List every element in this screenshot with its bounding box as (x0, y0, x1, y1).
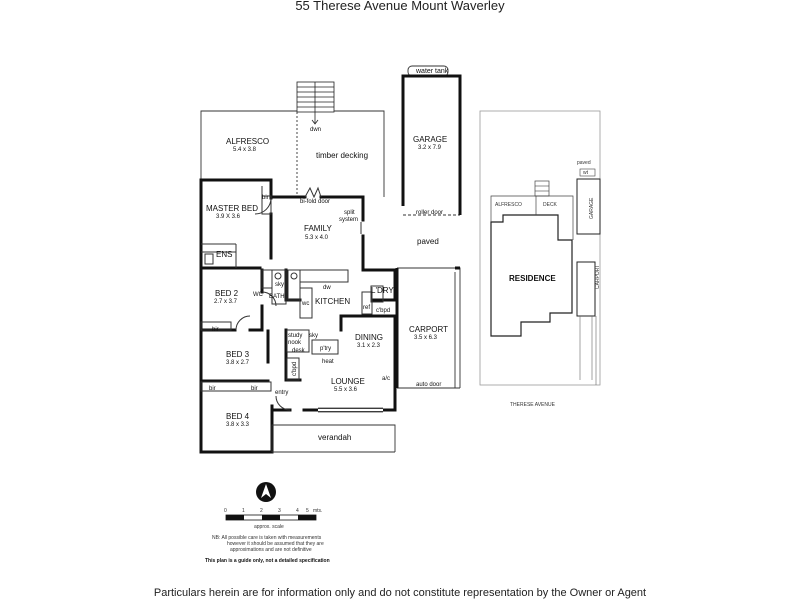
paved-label: paved (417, 237, 439, 246)
ref-label: ref (363, 305, 370, 311)
bed4-bir-label: bir (251, 386, 258, 392)
residence-label: RESIDENCE (509, 274, 556, 283)
master-bed-dims: 3.9 X 3.6 (216, 214, 241, 220)
site-alfresco-label: ALFRESCO (495, 202, 522, 208)
heat-label: heat (322, 359, 334, 365)
carport-label: CARPORT (409, 325, 448, 334)
scale-tick-4: 4 (296, 508, 299, 514)
site-wt-label: wt (583, 170, 589, 176)
footer-disclaimer: Particulars herein are for information o… (153, 587, 647, 599)
carport-dims: 3.5 x 6.3 (414, 335, 438, 341)
bed2-label: BED 2 (215, 289, 239, 298)
scale-bar (225, 514, 317, 521)
bed2-bir-label: bir (212, 327, 219, 333)
site-garage-label: GARAGE (589, 197, 595, 219)
wc-label: WC (253, 292, 264, 298)
dwn-label: dwn (310, 127, 321, 133)
scale-tick-2: 2 (260, 508, 263, 514)
scale-tick-5: 5 (306, 508, 309, 514)
garage-label: GARAGE (413, 135, 447, 144)
garage-dims: 3.2 x 7.9 (418, 145, 442, 151)
alfresco-label: ALFRESCO (226, 137, 269, 146)
plan-disclaimer: This plan is a guide only, not a detaile… (205, 558, 330, 564)
kitchen-label: KITCHEN (315, 297, 350, 306)
dw-label: dw (323, 285, 331, 291)
cbpd-label: c'bpd (376, 308, 390, 314)
north-arrow-icon (256, 482, 276, 502)
lounge-dims: 5.5 x 3.6 (334, 387, 358, 393)
stairs (296, 81, 335, 125)
bed3-label: BED 3 (226, 350, 250, 359)
bath-label: BATH (269, 294, 285, 300)
entry-label: entry (275, 390, 288, 396)
ldry-label: L'DRY (371, 286, 394, 295)
master-bed-label: MASTER BED (206, 204, 258, 213)
verandah-label: verandah (318, 433, 351, 442)
bed3-bir-label: bir (209, 386, 216, 392)
dining-dims: 3.1 x 2.3 (357, 343, 381, 349)
scale-tick-3: 3 (278, 508, 281, 514)
page-title: 55 Therese Avenue Mount Waverley (295, 0, 505, 13)
auto-door-label: auto door (416, 382, 441, 388)
study-sky-label: sky (309, 333, 318, 339)
note-line-3: approximations and are not definitive (230, 547, 312, 553)
bed4-label: BED 4 (226, 412, 250, 421)
scale-tick-0: 0 (224, 508, 227, 514)
family-label: FAMILY (304, 224, 333, 233)
ac-label: a/c (382, 376, 390, 382)
lounge-label: LOUNGE (331, 377, 365, 386)
bifold-door-label: bi-fold door (300, 199, 330, 205)
site-paved-label: paved (577, 160, 591, 166)
garage-walls (395, 74, 462, 388)
scale-caption: approx. scale (254, 524, 284, 530)
bed4-dims: 3.8 x 3.3 (226, 422, 250, 428)
alfresco-dims: 5.4 x 3.8 (233, 147, 257, 153)
cbpd-left-label: c'bpd (292, 362, 298, 376)
dining-label: DINING (355, 333, 383, 342)
split-label-2: system (339, 217, 358, 223)
split-label-1: split (344, 210, 355, 216)
bath-sky-label: sky (275, 282, 284, 288)
site-plan (479, 110, 601, 386)
site-deck-label: DECK (543, 202, 558, 208)
note-line-1: NB: All possible care is taken with meas… (212, 535, 322, 541)
ens-label: ENS (216, 250, 232, 259)
wc-small-label: wc (301, 301, 309, 307)
roller-door-label: roller door (416, 210, 443, 216)
scale-tick-1: 1 (242, 508, 245, 514)
timber-decking-label: timber decking (316, 151, 368, 160)
alfresco-deck-outline (200, 110, 385, 197)
bed2-dims: 2.7 x 3.7 (214, 299, 238, 305)
street-label: THERESE AVENUE (510, 402, 556, 408)
family-dims: 5.3 x 4.0 (305, 235, 329, 241)
scale-unit: mts. (313, 508, 322, 514)
interior-lines (200, 186, 384, 413)
site-carport-label: CARPORT (595, 265, 601, 289)
note-line-2: however it should be assumed that they a… (227, 541, 324, 547)
desk-label: desk (292, 348, 306, 354)
outbuildings (271, 65, 461, 453)
master-bir-label: bir (262, 195, 269, 201)
ptry-label: p'try (320, 346, 331, 352)
bed3-dims: 3.8 x 2.7 (226, 360, 250, 366)
study-label-2: nook (288, 340, 302, 346)
water-tank-label: water tank (415, 68, 449, 75)
study-label-1: study (288, 333, 302, 339)
